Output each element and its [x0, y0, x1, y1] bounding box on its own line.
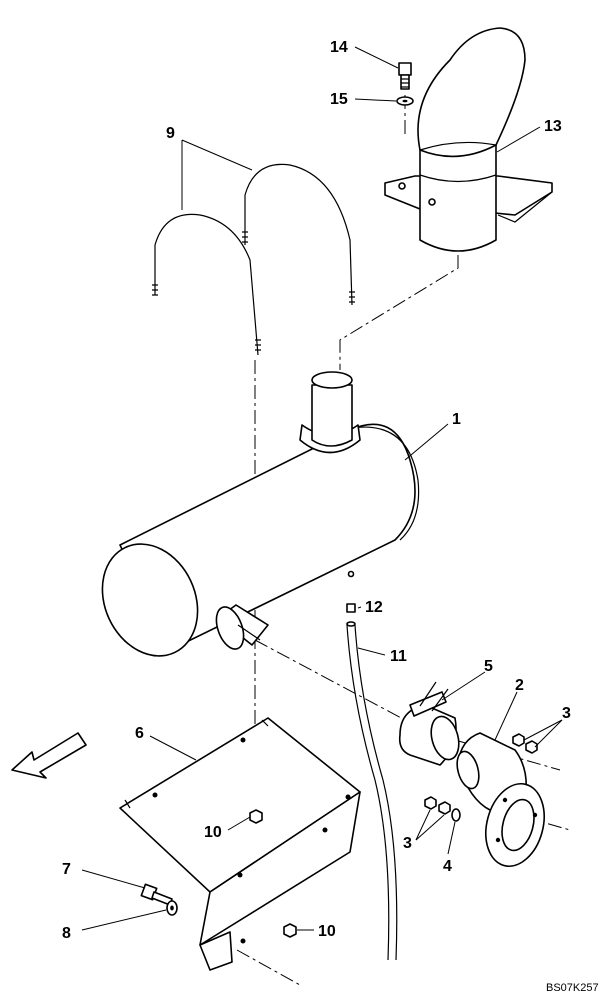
washer-part-8	[166, 900, 178, 916]
callout-15: 15	[330, 91, 348, 108]
u-bolts-part-9	[152, 163, 355, 356]
callout-6: 6	[135, 725, 144, 742]
bolt-part-14	[398, 62, 412, 90]
nuts-part-3-lower	[424, 796, 451, 815]
callout-3-lower: 3	[403, 835, 412, 852]
callout-11: 11	[390, 648, 407, 665]
callout-8: 8	[62, 925, 71, 942]
nut-part-10-lower	[283, 923, 297, 938]
drawing-code: BS07K257	[546, 982, 599, 994]
callout-9: 9	[166, 125, 175, 142]
leader-lines	[81, 46, 563, 931]
callout-3-upper: 3	[562, 705, 571, 722]
nut-part-10-upper	[249, 809, 263, 824]
callout-12: 12	[365, 599, 383, 616]
callout-4: 4	[443, 858, 452, 875]
clamp-part-5	[398, 681, 460, 766]
callout-14: 14	[330, 39, 348, 56]
callout-2: 2	[515, 677, 524, 694]
callout-7: 7	[62, 861, 71, 878]
bracket-part-6	[119, 717, 361, 971]
callout-5: 5	[484, 658, 493, 675]
callout-13: 13	[544, 118, 562, 135]
drain-hose-part-11	[346, 621, 398, 961]
callout-labels: 1 2 3 3 4 5 6 7 8 9 10 10 11 12 13 14 15…	[62, 39, 599, 994]
muffler-part-1	[101, 371, 420, 657]
bolt-part-7	[140, 883, 173, 906]
direction-arrow-icon	[11, 732, 87, 779]
pipe-elbow-part-2	[456, 732, 545, 868]
washer-part-15	[396, 96, 414, 106]
nuts-part-3-upper	[512, 733, 538, 754]
washer-part-4	[451, 808, 461, 822]
exhaust-elbow-part-13	[384, 27, 553, 252]
fitting-part-12	[346, 570, 356, 613]
callout-10-upper: 10	[204, 824, 222, 841]
callout-1: 1	[452, 411, 461, 428]
callout-10-lower: 10	[318, 923, 336, 940]
